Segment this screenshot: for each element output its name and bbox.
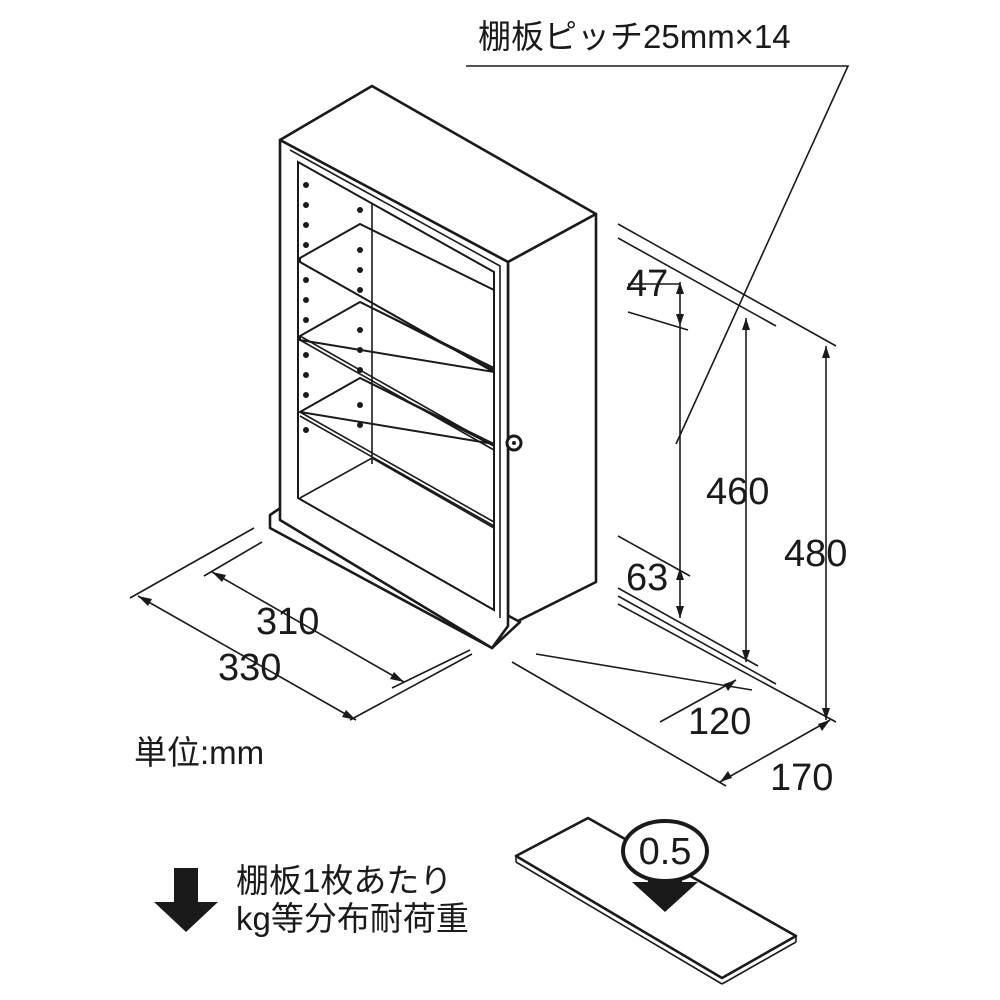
- dim-inner-width: 310: [256, 601, 319, 643]
- shelf-3: [297, 376, 495, 445]
- width-dimensions: 310 330: [129, 527, 473, 721]
- dim-bottom-gap: 63: [626, 557, 668, 599]
- shelf-pitch-callout: 棚板ピッチ25mm×14: [466, 18, 850, 445]
- load-legend: 棚板1枚あたり kg等分布耐荷重: [154, 862, 469, 937]
- door-knob-icon: [505, 434, 523, 452]
- load-value-badge: [621, 819, 709, 883]
- shelf-pitch-label: 棚板ピッチ25mm×14: [478, 18, 791, 55]
- dim-inner-height: 460: [706, 471, 769, 513]
- dim-inner-depth: 120: [688, 701, 751, 743]
- dim-top-gap: 47: [626, 263, 668, 305]
- dim-outer-height: 480: [784, 533, 847, 575]
- cabinet-side: [506, 212, 598, 628]
- load-value: 0.5: [639, 831, 692, 873]
- depth-dimensions: 120 170: [511, 653, 833, 799]
- glass-door: [297, 160, 495, 612]
- height-dimensions: 47 63 460 480: [617, 223, 847, 723]
- down-arrow-icon: [154, 868, 218, 932]
- shelf-pin-holes-back: [357, 207, 363, 428]
- shelf-1: [299, 222, 495, 374]
- load-text-line1: 棚板1枚あたり: [236, 862, 452, 899]
- shelf-pin-holes-left: [303, 182, 309, 433]
- dim-outer-depth: 170: [770, 757, 833, 799]
- glass-shelves: [297, 222, 495, 527]
- shelf-load-illustration: 0.5: [514, 816, 798, 985]
- dim-outer-width: 330: [218, 647, 281, 689]
- load-text-line2: kg等分布耐荷重: [236, 900, 469, 937]
- cabinet-drawing: [268, 84, 598, 650]
- unit-label: 単位:mm: [134, 734, 264, 771]
